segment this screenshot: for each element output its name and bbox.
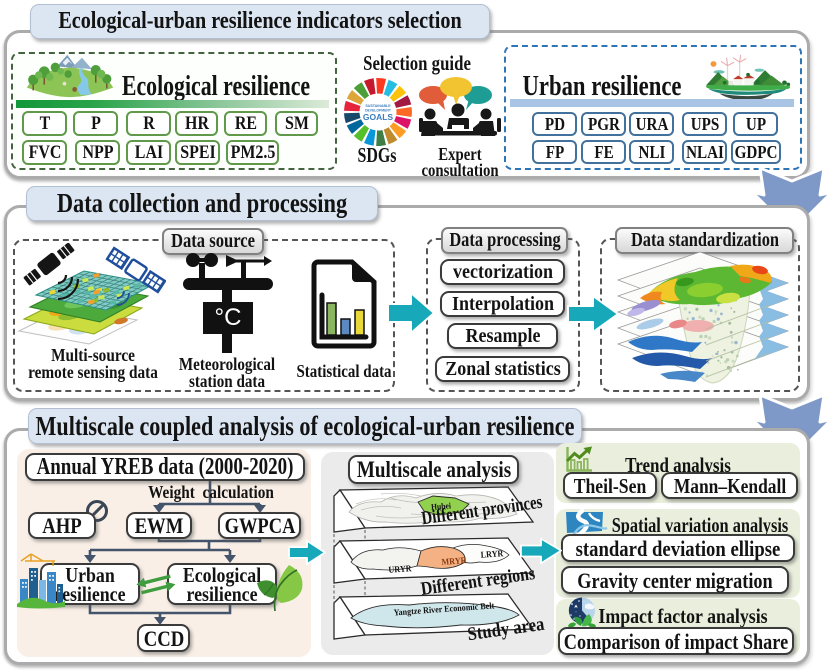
svg-text:DEVELOPMENT: DEVELOPMENT (365, 109, 392, 113)
svg-text:°C: °C (215, 304, 242, 331)
svg-text:GOALS: GOALS (363, 112, 394, 122)
svg-text:SUSTAINABLE: SUSTAINABLE (365, 104, 391, 108)
